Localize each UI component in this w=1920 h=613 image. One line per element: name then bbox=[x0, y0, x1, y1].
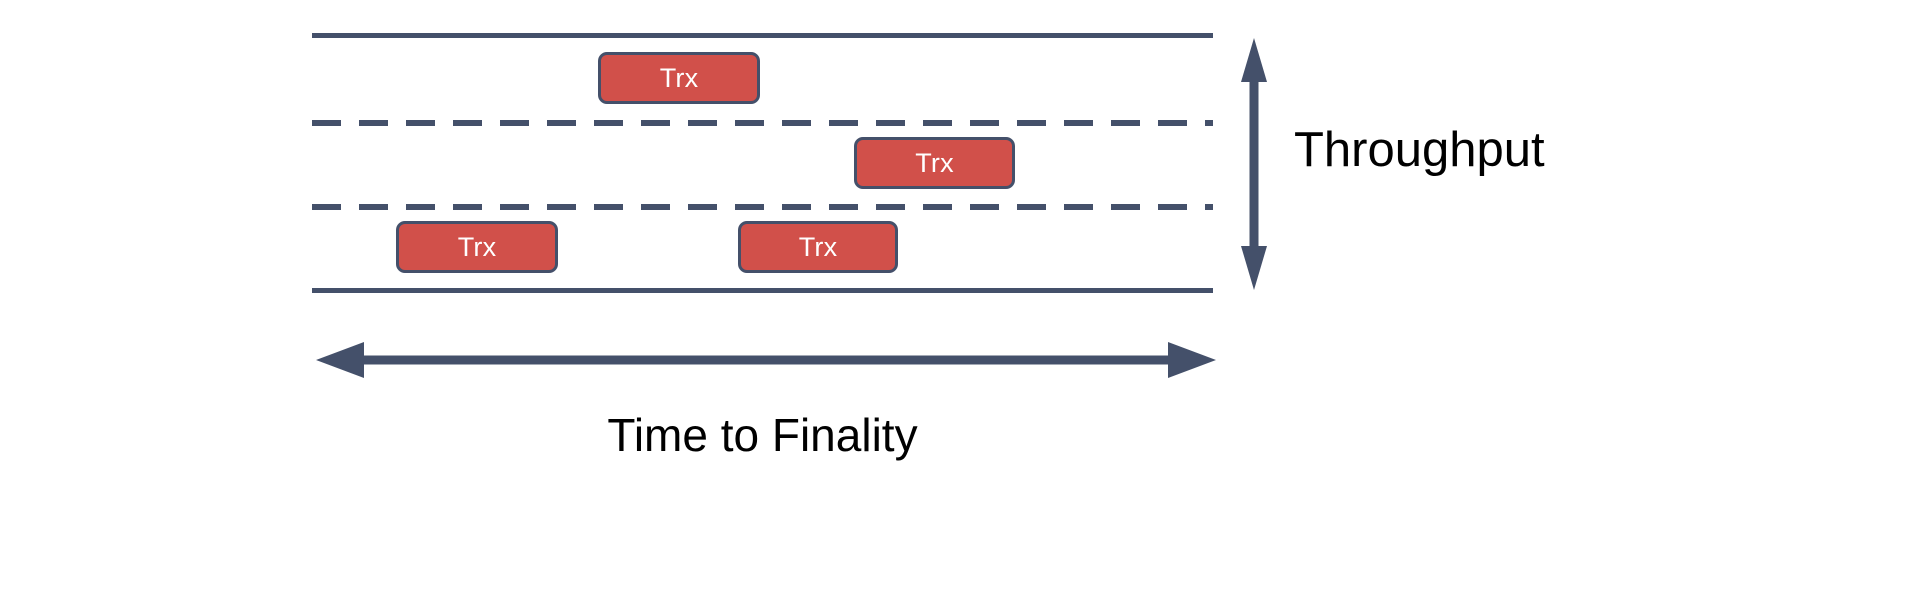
lane-boundary-dashed-lower bbox=[312, 204, 1213, 210]
transaction-box[interactable]: Trx bbox=[738, 221, 898, 273]
time-to-finality-double-arrow-icon bbox=[316, 338, 1216, 382]
lane-boundary-dashed-upper bbox=[312, 120, 1213, 126]
lane-boundary-solid-top bbox=[312, 33, 1213, 38]
time-to-finality-axis-label: Time to Finality bbox=[607, 409, 918, 461]
transaction-box[interactable]: Trx bbox=[598, 52, 760, 104]
throughput-double-arrow-icon bbox=[1240, 38, 1268, 290]
transaction-box[interactable]: Trx bbox=[396, 221, 558, 273]
throughput-axis-label: Throughput bbox=[1294, 123, 1545, 177]
lane-boundary-solid-bottom bbox=[312, 288, 1213, 293]
transaction-box[interactable]: Trx bbox=[854, 137, 1015, 189]
